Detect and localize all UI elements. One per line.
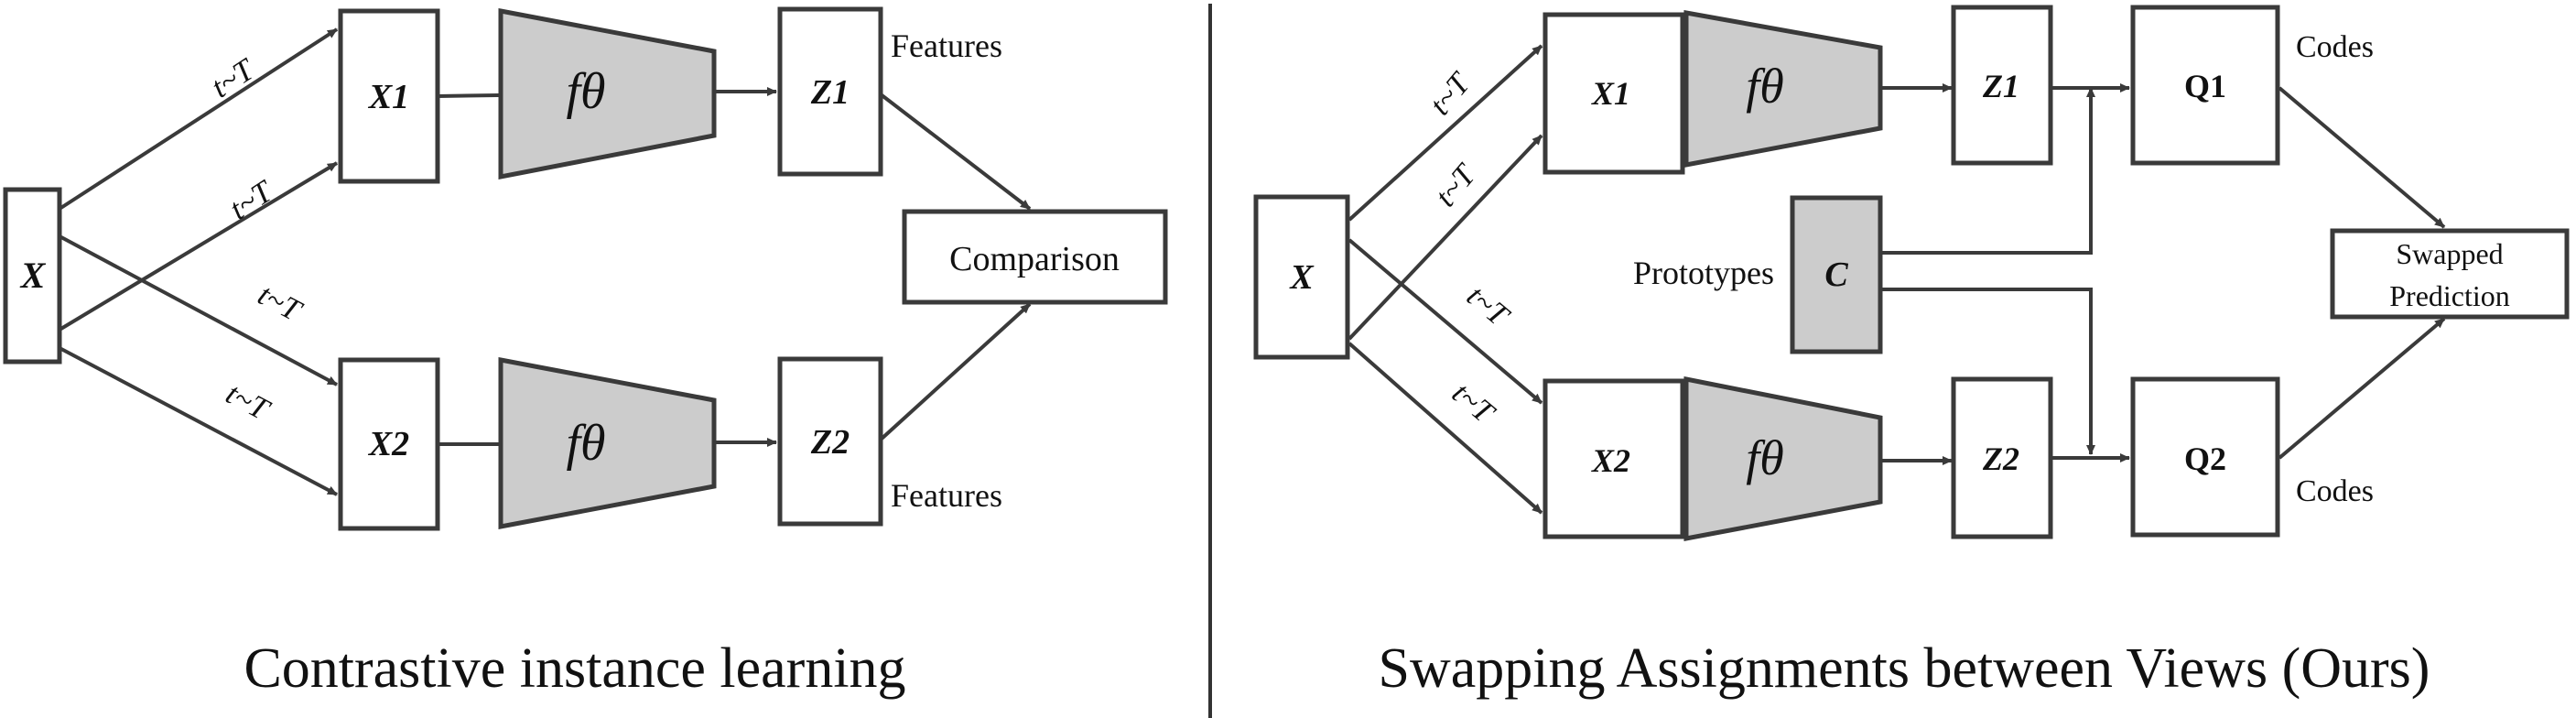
r-input-label: X bbox=[1289, 258, 1315, 297]
r-edge-q1-to-swapped bbox=[2278, 86, 2446, 229]
feature1-box bbox=[777, 6, 883, 177]
r-edge-x-to-x2-a bbox=[1348, 238, 1543, 405]
r-edge-c-to-q1 bbox=[1880, 87, 2095, 255]
feature1-label: Z1 bbox=[810, 73, 850, 112]
prototypes-label: Prototypes bbox=[1633, 255, 1774, 291]
encoder-bottom bbox=[498, 356, 717, 530]
r-aug-label-4: t~T bbox=[1445, 376, 1501, 431]
left-panel: X t~T t~T t~T t~T X1 X2 fθ fθ Z1 Z2 Feat… bbox=[3, 6, 1168, 700]
aug-label-3: t~T bbox=[253, 277, 308, 329]
codes-label-top: Codes bbox=[2296, 30, 2374, 64]
r-encoder-bottom bbox=[1683, 375, 1883, 542]
r-edge-q2-to-swapped bbox=[2278, 317, 2446, 460]
code2-box bbox=[2130, 376, 2280, 538]
input-label: X bbox=[19, 255, 47, 296]
r-aug-label-1: t~T bbox=[1423, 66, 1478, 122]
feature2-label: Z2 bbox=[810, 423, 850, 462]
r-feature2-box bbox=[1951, 376, 2053, 539]
view1-label: X1 bbox=[368, 78, 409, 116]
code1-label: Q1 bbox=[2184, 68, 2226, 104]
r-input-box bbox=[1253, 194, 1350, 360]
r-encoder-top bbox=[1683, 10, 1883, 169]
edge-z1-to-comparison bbox=[879, 92, 1032, 211]
right-caption: Swapping Assignments between Views (Ours… bbox=[1379, 637, 2430, 700]
prototypes-box bbox=[1790, 195, 1883, 354]
edge-x-to-x2-b bbox=[59, 346, 338, 496]
prototypes-symbol: C bbox=[1824, 256, 1848, 294]
edge-x-to-x1-b bbox=[58, 161, 339, 332]
swapped-prediction-line1: Swapped bbox=[2396, 237, 2503, 270]
r-edge-x-to-x1-a bbox=[1348, 44, 1543, 222]
features-label-top: Features bbox=[891, 27, 1002, 64]
r-edge-x-to-x2-b bbox=[1348, 342, 1543, 515]
swapped-prediction-line2: Prediction bbox=[2389, 279, 2510, 312]
r-view1-label: X1 bbox=[1591, 75, 1630, 112]
comparison-label: Comparison bbox=[949, 240, 1120, 278]
view2-box bbox=[338, 357, 440, 531]
r-feature1-box bbox=[1951, 5, 2053, 166]
r-view1-box bbox=[1542, 12, 1685, 175]
encoder-top bbox=[498, 7, 717, 180]
feature2-box bbox=[777, 356, 883, 527]
edge-x-to-x1-a bbox=[58, 27, 339, 211]
r-encoder-top-label: fθ bbox=[1746, 59, 1784, 114]
left-caption: Contrastive instance learning bbox=[244, 637, 905, 700]
view2-label: X2 bbox=[368, 425, 409, 463]
edge-x-to-x2-a bbox=[59, 234, 338, 386]
code2-label: Q2 bbox=[2184, 441, 2226, 477]
input-box bbox=[3, 187, 62, 364]
aug-label-1: t~T bbox=[206, 52, 262, 105]
aug-label-4: t~T bbox=[221, 376, 276, 428]
comparison-box bbox=[902, 209, 1168, 305]
edge-x1-to-enc bbox=[437, 93, 500, 98]
r-feature1-label: Z1 bbox=[1982, 68, 2019, 104]
r-aug-label-3: t~T bbox=[1460, 279, 1516, 334]
right-panel: X t~T t~T t~T t~T X1 X2 fθ fθ Z1 Z2 Prot… bbox=[1253, 5, 2570, 700]
edge-z2-to-comparison bbox=[879, 302, 1032, 441]
r-edge-x-to-x1-b bbox=[1348, 134, 1543, 341]
r-edge-c-to-q2 bbox=[1880, 288, 2095, 455]
codes-label-bottom: Codes bbox=[2296, 474, 2374, 508]
r-view2-label: X2 bbox=[1591, 442, 1630, 479]
features-label-bottom: Features bbox=[891, 477, 1002, 514]
view1-box bbox=[338, 8, 440, 184]
r-feature2-label: Z2 bbox=[1982, 441, 2019, 477]
r-view2-box bbox=[1542, 378, 1685, 539]
encoder-bottom-label: fθ bbox=[566, 415, 605, 472]
swapped-prediction-box bbox=[2330, 228, 2570, 320]
encoder-top-label: fθ bbox=[566, 63, 605, 120]
r-encoder-bottom-label: fθ bbox=[1746, 430, 1784, 485]
code1-box bbox=[2130, 5, 2280, 166]
aug-label-2: t~T bbox=[224, 174, 280, 227]
